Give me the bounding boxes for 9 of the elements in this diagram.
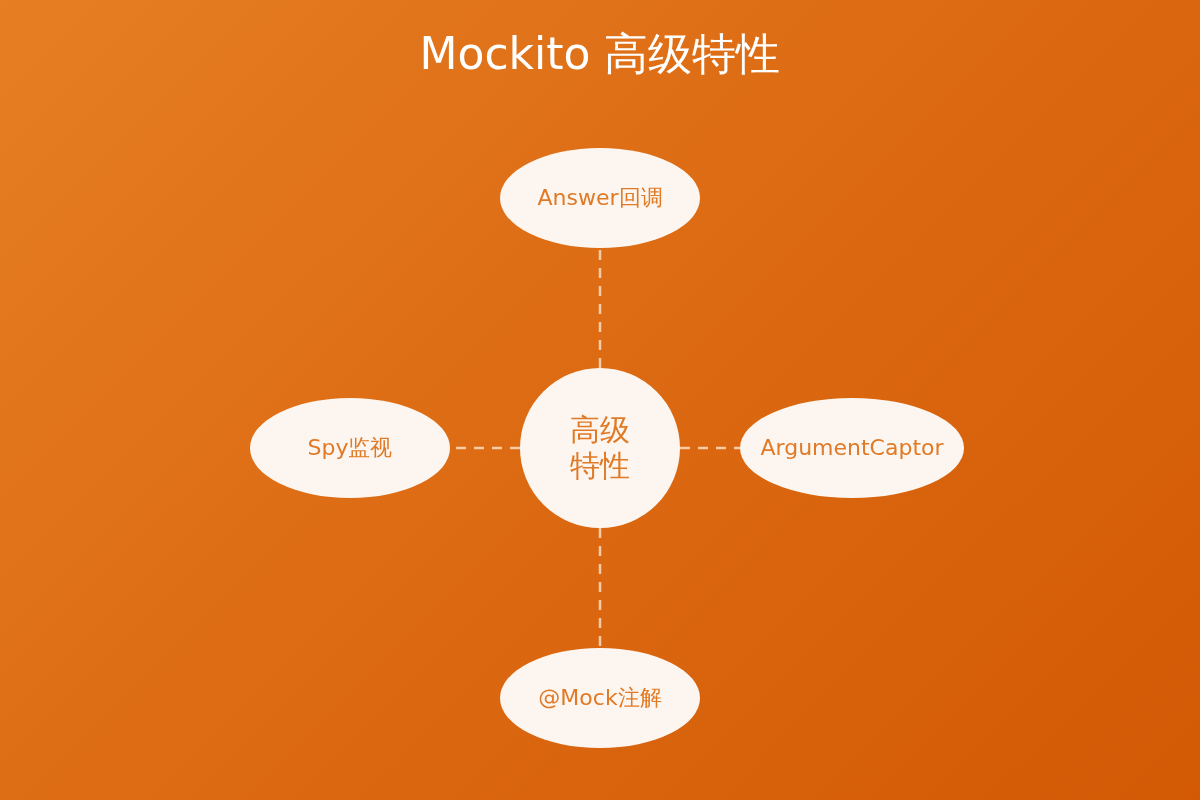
dashed-connector bbox=[598, 528, 602, 648]
diagram-title: Mockito 高级特性 bbox=[419, 28, 781, 81]
dashed-connector bbox=[598, 248, 602, 368]
node-label: 高级特性 bbox=[569, 412, 631, 484]
node-label: @Mock注解 bbox=[538, 684, 662, 712]
node-label: Spy监视 bbox=[307, 434, 393, 462]
node-label: ArgumentCaptor bbox=[760, 434, 944, 462]
node-label: Answer回调 bbox=[537, 184, 663, 212]
dashed-connector bbox=[680, 446, 740, 450]
